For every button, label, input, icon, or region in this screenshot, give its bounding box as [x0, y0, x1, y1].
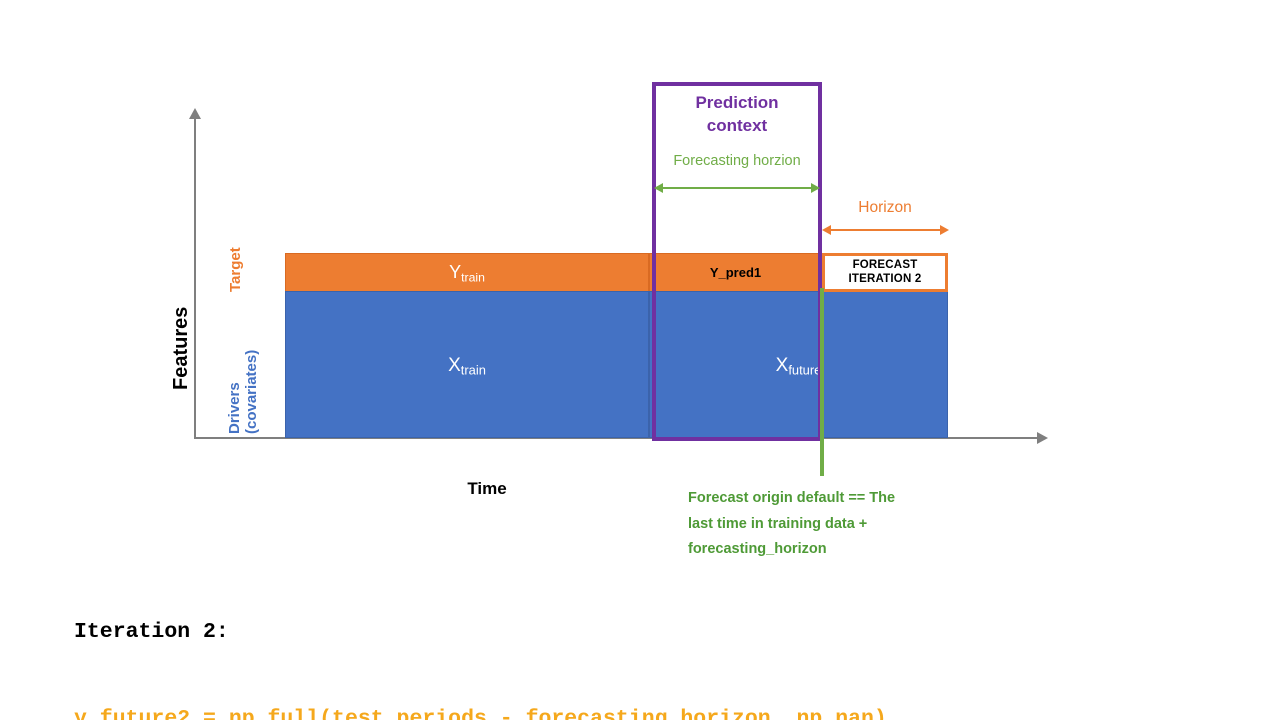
drivers-label-line1: Drivers — [226, 382, 243, 434]
x-axis-arrow-icon — [1037, 432, 1048, 444]
horizon-arrow-icon — [822, 224, 949, 236]
forecast-iteration-line1: FORECAST — [852, 259, 918, 272]
prediction-context-line1: Prediction — [695, 93, 779, 112]
arrow-shaft — [829, 229, 942, 231]
code-line-2: y_future2 = np.full(test_periods - forec… — [74, 705, 964, 720]
forecast-iteration-2-box: FORECAST ITERATION 2 — [822, 253, 948, 292]
x-axis-label: Time — [467, 479, 507, 498]
forecast-origin-note: Forecast origin default == The last time… — [688, 486, 960, 563]
forecast-origin-note-line2: last time in training data + — [688, 515, 868, 532]
target-group-label: Target — [227, 247, 244, 292]
code-token: y_future2 = np.full(test_periods - forec… — [74, 707, 887, 720]
y-axis-label: Features — [170, 306, 192, 390]
code-token: Iteration 2: — [74, 620, 229, 644]
y-axis-arrow-icon — [189, 108, 201, 119]
prediction-context-title: Prediction context — [652, 92, 822, 138]
arrow-shaft — [661, 187, 813, 189]
horizon-label: Horizon — [858, 199, 912, 216]
forecasting-horizon-label: Forecasting horzion — [673, 153, 801, 169]
forecast-origin-marker-line — [820, 288, 824, 476]
arrow-head-left-icon — [654, 183, 663, 193]
arrow-head-left-icon — [822, 225, 831, 235]
forecast-origin-note-line1: Forecast origin default == The — [688, 490, 896, 506]
x-future-bar — [649, 291, 948, 438]
x-train-bar — [285, 291, 649, 438]
prediction-context-box — [652, 82, 822, 441]
x-axis-line — [194, 437, 1040, 439]
forecast-origin-note-line3: forecasting_horizon — [688, 541, 827, 558]
forecast-iteration-2-label: FORECAST ITERATION 2 — [849, 259, 922, 285]
forecast-iteration-line2: ITERATION 2 — [848, 272, 922, 285]
prediction-context-line2: context — [706, 115, 768, 135]
y-axis-line — [194, 118, 196, 439]
arrow-head-right-icon — [940, 225, 949, 235]
drivers-group-label: Drivers (covariates) — [226, 349, 261, 434]
code-block: Iteration 2: y_future2 = np.full(test_pe… — [74, 560, 964, 720]
arrow-head-right-icon — [811, 183, 820, 193]
forecasting-horizon-arrow-icon — [654, 182, 820, 194]
code-line-1: Iteration 2: — [74, 618, 964, 647]
drivers-label-line2: (covariates) — [242, 349, 260, 434]
y-train-bar — [285, 253, 649, 292]
